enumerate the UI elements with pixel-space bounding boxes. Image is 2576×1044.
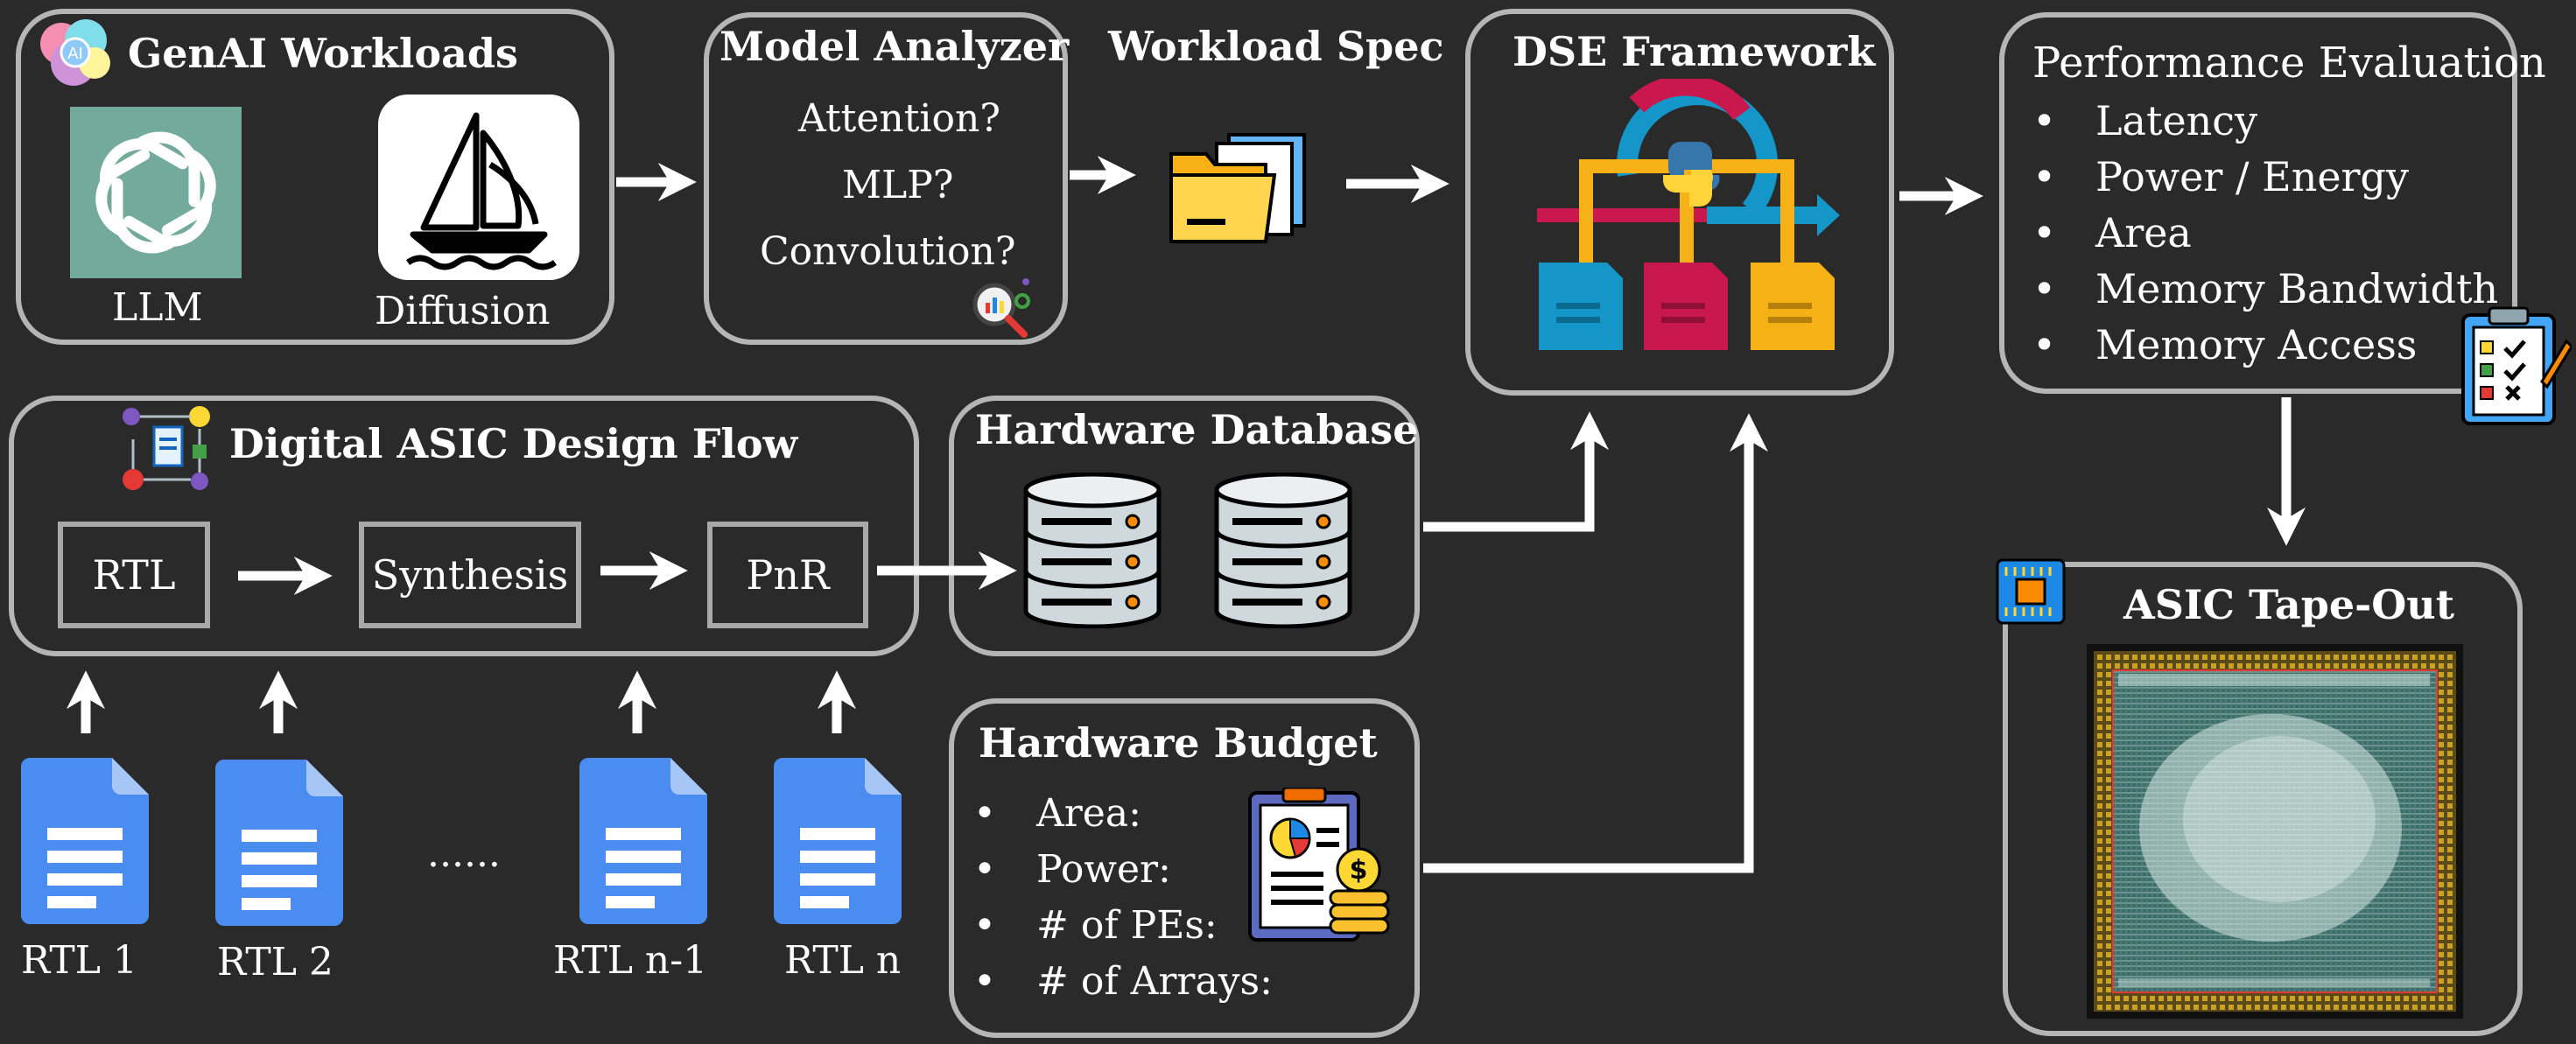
analyzer-mlp: MLP?	[842, 163, 954, 207]
arrow-db-to-dse	[1423, 411, 1609, 532]
hardware-budget-title: Hardware Budget	[979, 719, 1378, 767]
digital-asic-design-flow-title: Digital ASIC Design Flow	[229, 420, 798, 467]
analyzer-convolution: Convolution?	[760, 229, 1016, 274]
asic-tape-out-box	[2003, 562, 2523, 1036]
model-analyzer-title: Model Analyzer	[719, 23, 1070, 70]
svg-text:$: $	[1350, 855, 1368, 886]
asic-tape-out-title: ASIC Tape-Out	[2123, 581, 2454, 628]
analyzer-attention: Attention?	[798, 96, 1000, 141]
arrow-budget-to-dse	[1423, 413, 1768, 873]
model-analyzer-box	[704, 12, 1068, 345]
performance-evaluation-box	[1999, 12, 2517, 394]
metric-item: Latency	[2032, 93, 2498, 149]
metric-item: Memory Access	[2032, 317, 2498, 373]
budget-item: Area:	[973, 786, 1273, 842]
rtl-document-icon	[215, 760, 343, 926]
hardware-budget-box	[949, 698, 1420, 1038]
dse-framework-box	[1465, 9, 1894, 396]
rtl-document-icon	[774, 758, 902, 924]
rtl-file-label: RTL n-1	[553, 938, 708, 983]
rtl-stage-box: RTL	[58, 522, 210, 628]
budget-item: Power:	[973, 842, 1273, 898]
hardware-database-title: Hardware Database	[975, 406, 1419, 453]
hardware-budget-list: Area: Power: # of PEs: # of Arrays:	[973, 786, 1273, 1010]
budget-item: # of PEs:	[973, 898, 1273, 954]
workload-spec-title: Workload Spec	[1108, 23, 1444, 70]
python-workflow-icon	[1537, 79, 1840, 350]
rtl-file-label: RTL 2	[217, 940, 333, 984]
performance-evaluation-title: Performance Evaluation	[2032, 39, 2546, 88]
rtl-document-icon	[579, 758, 707, 924]
metric-item: Power / Energy	[2032, 149, 2498, 205]
rtl-file-label: RTL n	[784, 938, 902, 983]
rtl-document-icon	[21, 758, 149, 924]
metric-item: Area	[2032, 205, 2498, 261]
synthesis-stage-box: Synthesis	[359, 522, 581, 628]
workflow-nodes-icon	[123, 406, 210, 490]
diffusion-label: Diffusion	[375, 289, 551, 333]
metric-item: Memory Bandwidth	[2032, 261, 2498, 317]
ai-brain-icon: AI	[40, 19, 110, 86]
checklist-clipboard-icon	[2461, 306, 2572, 425]
digital-asic-design-flow-box	[9, 396, 919, 656]
genai-workloads-box	[16, 9, 614, 345]
budget-item: # of Arrays:	[973, 954, 1273, 1010]
genai-workloads-title: GenAI Workloads	[128, 30, 518, 77]
pnr-stage-box: PnR	[707, 522, 868, 628]
database-icon	[1023, 473, 1162, 628]
dse-framework-title: DSE Framework	[1513, 28, 1876, 75]
openai-logo-icon	[70, 107, 242, 278]
chip-icon	[1996, 558, 2066, 625]
performance-metrics-list: Latency Power / Energy Area Memory Bandw…	[2032, 93, 2498, 373]
budget-report-coins-icon: $	[1248, 788, 1390, 942]
analysis-magnifier-icon	[972, 278, 1030, 338]
ellipsis-text: ......	[427, 831, 501, 876]
hardware-database-box	[949, 396, 1420, 656]
folder-documents-icon	[1169, 133, 1306, 243]
sailboat-diffusion-icon	[378, 95, 579, 280]
database-icon	[1214, 473, 1352, 628]
svg-text:AI: AI	[67, 45, 83, 63]
llm-label: LLM	[112, 285, 203, 330]
rtl-file-label: RTL 1	[21, 938, 137, 983]
asic-layout-image	[2087, 644, 2463, 1019]
